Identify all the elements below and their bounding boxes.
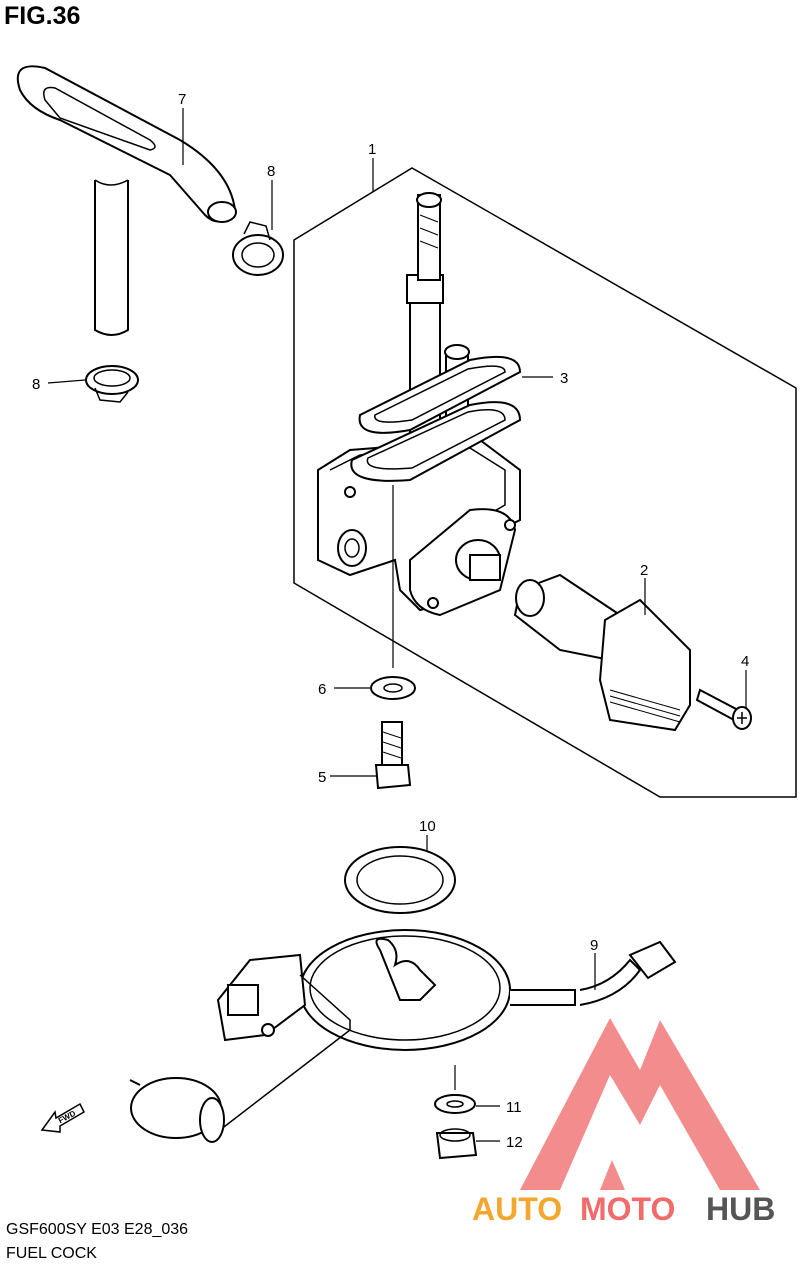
callout-9: 9: [590, 937, 598, 954]
callout-6: 6: [318, 681, 326, 698]
washer: [370, 676, 416, 700]
callout-11: 11: [506, 1099, 522, 1116]
gasket-washer: [434, 1094, 476, 1114]
callout-4: 4: [741, 653, 749, 670]
o-ring-gasket: [350, 355, 522, 482]
flange-nut: [435, 1128, 478, 1160]
model-code: GSF600SY E03 E28_036: [6, 1221, 189, 1238]
fuel-level-gauge: [129, 929, 677, 1143]
leader-lines: [47, 108, 747, 1142]
fuel-cock-lever: [513, 573, 691, 732]
watermark-logo-icon: [520, 1018, 760, 1190]
figure-name: FUEL COCK: [6, 1245, 97, 1262]
watermark-word-auto: AUTO: [472, 1191, 562, 1227]
lever-screw: [695, 688, 752, 730]
o-ring: [344, 846, 456, 914]
callout-1: 1: [368, 141, 376, 158]
hose-clamp-upper: [232, 221, 284, 276]
callout-8-lower: 8: [32, 376, 40, 393]
figure-title: FIG.36: [4, 2, 81, 30]
callout-12: 12: [506, 1134, 523, 1151]
fuel-hose: [16, 65, 237, 336]
watermark-word-hub: HUB: [706, 1191, 775, 1227]
callout-10: 10: [419, 818, 436, 835]
callout-2: 2: [640, 562, 648, 579]
callout-7: 7: [178, 91, 186, 108]
callout-3: 3: [560, 370, 568, 387]
watermark-word-moto: MOTO: [580, 1191, 675, 1227]
fwd-arrow-icon: FWD: [40, 1102, 85, 1133]
callout-5: 5: [318, 769, 326, 786]
assembly-box: [293, 167, 797, 798]
hose-clamp-lower: [85, 365, 139, 403]
mounting-bolt: [374, 721, 412, 790]
callout-8-upper: 8: [267, 163, 275, 180]
